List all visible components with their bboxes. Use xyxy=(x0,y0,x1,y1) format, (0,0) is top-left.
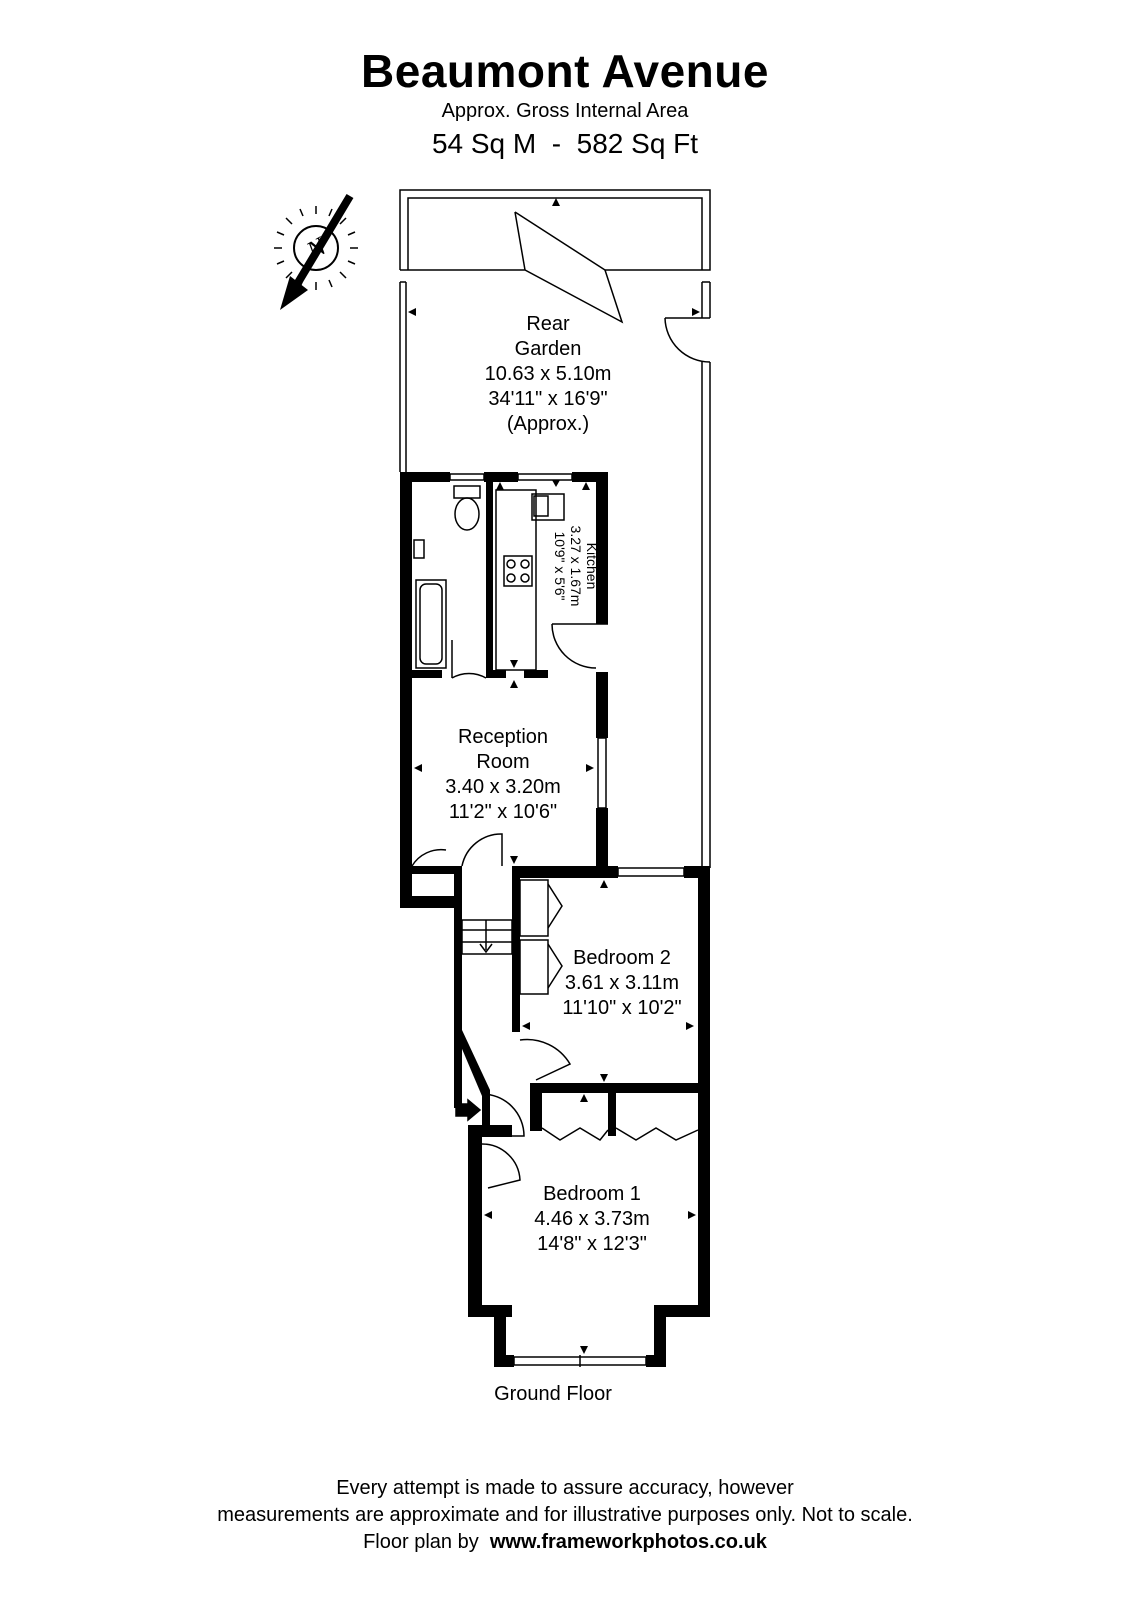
rear-garden-outline xyxy=(399,189,711,868)
disclaimer-footer: Every attempt is made to assure accuracy… xyxy=(0,1475,1130,1556)
svg-text:10'9" x 5'6": 10'9" x 5'6" xyxy=(552,532,568,601)
svg-text:Room: Room xyxy=(476,751,529,773)
svg-text:14'8" x 12'3": 14'8" x 12'3" xyxy=(537,1233,647,1255)
disclaimer-line-2: measurements are approximate and for ill… xyxy=(217,1504,913,1526)
svg-text:(Approx.): (Approx.) xyxy=(507,413,589,435)
bedroom-1-label: Bedroom 1 4.46 x 3.73m 14'8" x 12'3" xyxy=(534,1183,650,1255)
credit-prefix: Floor plan by xyxy=(363,1531,479,1553)
svg-text:Bedroom 2: Bedroom 2 xyxy=(573,947,671,969)
disclaimer-line-1: Every attempt is made to assure accuracy… xyxy=(336,1477,794,1499)
kitchen-label: Kitchen 3.27 x 1.67m 10'9" x 5'6" xyxy=(552,526,600,607)
svg-text:3.61 x 3.11m: 3.61 x 3.11m xyxy=(565,972,679,994)
svg-text:3.40 x 3.20m: 3.40 x 3.20m xyxy=(445,776,561,798)
page-title: Beaumont Avenue xyxy=(361,45,769,97)
svg-text:4.46 x 3.73m: 4.46 x 3.73m xyxy=(534,1208,650,1230)
svg-text:Rear: Rear xyxy=(526,313,570,335)
dimension-markers xyxy=(408,198,700,1354)
svg-text:Bedroom 1: Bedroom 1 xyxy=(543,1183,641,1205)
north-compass-icon: N xyxy=(274,193,358,310)
area-subtitle: Approx. Gross Internal Area xyxy=(441,100,689,122)
svg-text:Reception: Reception xyxy=(458,726,548,748)
svg-text:11'2" x 10'6": 11'2" x 10'6" xyxy=(449,801,557,823)
credit-url-link[interactable]: www.frameworkphotos.co.uk xyxy=(489,1531,767,1553)
bedroom-2-label: Bedroom 2 3.61 x 3.11m 11'10" x 10'2" xyxy=(562,947,681,1019)
svg-text:11'10" x 10'2": 11'10" x 10'2" xyxy=(562,997,681,1019)
reception-room-label: Reception Room 3.40 x 3.20m 11'2" x 10'6… xyxy=(445,726,561,823)
svg-text:34'11" x 16'9": 34'11" x 16'9" xyxy=(488,388,607,410)
floor-label: Ground Floor xyxy=(494,1383,612,1405)
svg-text:Kitchen: Kitchen xyxy=(584,543,600,590)
walls xyxy=(400,472,710,1367)
credit-line: Floor plan by www.frameworkphotos.co.uk xyxy=(0,1529,1130,1556)
svg-text:10.63 x 5.10m: 10.63 x 5.10m xyxy=(485,363,612,385)
svg-text:3.27 x 1.67m: 3.27 x 1.67m xyxy=(568,526,584,607)
rear-garden-label: Rear Garden 10.63 x 5.10m 34'11" x 16'9"… xyxy=(485,313,612,435)
gross-area: 54 Sq M - 582 Sq Ft xyxy=(431,128,699,159)
fixtures xyxy=(411,473,699,1367)
svg-text:Garden: Garden xyxy=(515,338,582,360)
